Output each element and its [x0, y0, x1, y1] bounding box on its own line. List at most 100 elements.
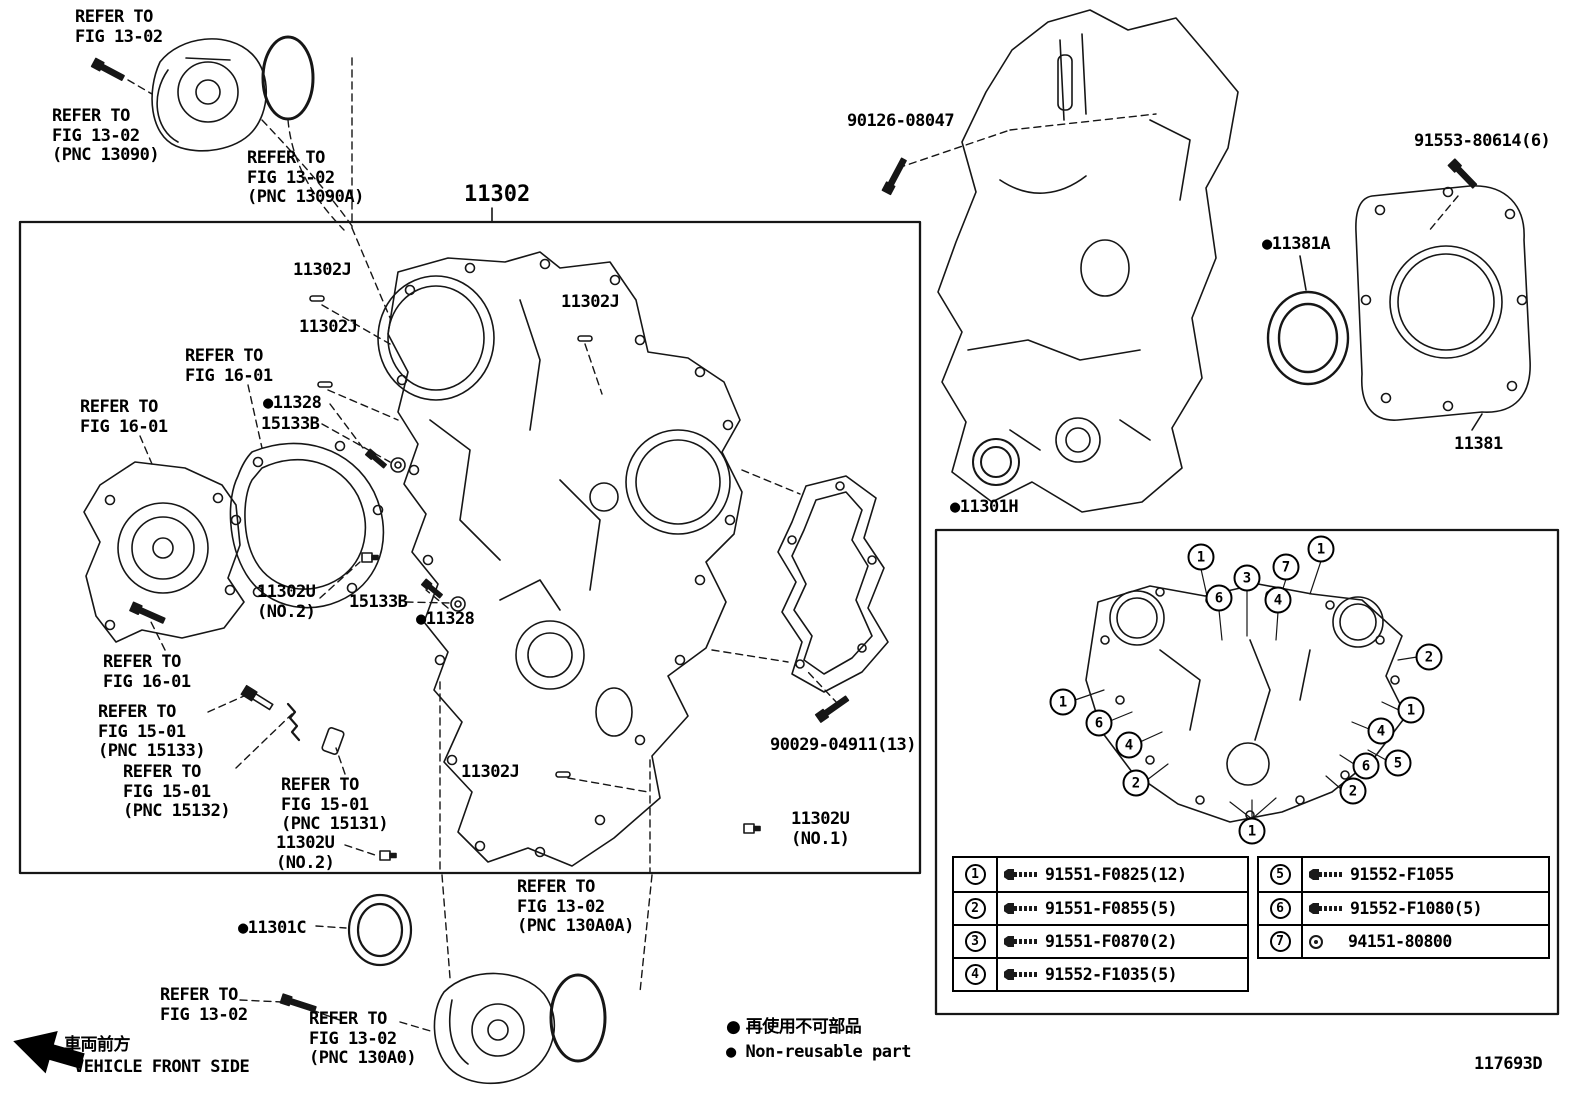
fastener-row: 6 91552-F1080(5) — [1259, 891, 1548, 924]
fastener-index: 1 — [964, 864, 986, 885]
vehicle-front-arrow — [13, 1031, 85, 1074]
fastener-index: 4 — [964, 964, 986, 985]
callout-1: 1 — [1049, 688, 1077, 716]
o-ring-13090a-drawing — [261, 35, 315, 121]
label-vehicle-front-jp: 車両前方 — [64, 1035, 131, 1055]
callout-4: 4 — [1264, 586, 1292, 614]
label-ref-fig1601-3: REFER TO FIG 16-01 — [103, 652, 191, 692]
bolt-icon — [1004, 869, 1040, 880]
label-part-15133b-2: 15133B — [349, 592, 408, 612]
bolt-91553 — [1447, 158, 1478, 189]
label-ref-fig1302-pnc130a0a: REFER TO FIG 13-02 (PNC 130A0A) — [517, 877, 634, 937]
water-pump-gasket-drawing — [229, 440, 385, 609]
fastener-part-number: 94151-80800 — [1348, 932, 1452, 951]
label-part-11302: 11302 — [464, 182, 531, 207]
fastener-part-cell: 91552-F1080(5) — [1303, 893, 1548, 924]
seal-11301c-drawing — [347, 893, 413, 967]
callout-6: 6 — [1085, 709, 1113, 737]
leader-lines-91553 — [1427, 195, 1459, 233]
engine-block-drawing — [937, 9, 1239, 513]
label-note-nonreusable-jp: ● 再使用不可部品 — [726, 1017, 862, 1037]
fastener-index-cell: 6 — [1259, 893, 1303, 924]
callout-2: 2 — [1339, 777, 1367, 805]
label-ref-fig1302-pnc130a0: REFER TO FIG 13-02 (PNC 130A0) — [309, 1009, 417, 1069]
fastener-index-cell: 4 — [954, 959, 998, 990]
label-ref-fig1302-pnc13090: REFER TO FIG 13-02 (PNC 13090) — [52, 106, 160, 166]
crank-seal-11381a-drawing — [1266, 290, 1350, 386]
callout-5: 5 — [1384, 749, 1412, 777]
label-ref-fig1501-pnc15131: REFER TO FIG 15-01 (PNC 15131) — [281, 775, 389, 835]
label-ref-fig1302-bottom: REFER TO FIG 13-02 — [160, 985, 248, 1025]
label-ref-fig1601-1: REFER TO FIG 16-01 — [185, 346, 273, 386]
bolt-90126 — [881, 157, 907, 196]
bolt-icon — [1309, 903, 1345, 914]
bolt-top-left — [90, 57, 125, 81]
fastener-index-cell: 3 — [954, 926, 998, 957]
fastener-part-cell: 91551-F0855(5) — [998, 893, 1247, 924]
label-part-11381a: ●11381A — [1262, 234, 1331, 254]
callout-2: 2 — [1415, 643, 1443, 671]
water-pump-drawing — [83, 461, 245, 643]
label-drawing-number: 117693D — [1474, 1054, 1543, 1074]
vacuum-pump-drawing — [151, 38, 268, 152]
label-note-nonreusable-en: ● Non-reusable part — [726, 1042, 911, 1062]
fastener-part-number: 91551-F0870(2) — [1045, 932, 1178, 951]
label-part-11328-1: ●11328 — [263, 393, 322, 413]
callout-3: 3 — [1233, 564, 1261, 592]
cover-gasket-drawing — [777, 475, 889, 693]
fastener-index-cell: 1 — [954, 858, 998, 891]
fastener-part-number: 91551-F0855(5) — [1045, 899, 1178, 918]
callout-1: 1 — [1187, 543, 1215, 571]
label-vehicle-front-en: VEHICLE FRONT SIDE — [74, 1057, 250, 1077]
small-hardware — [240, 295, 761, 861]
detail-box-frame — [934, 528, 1560, 1016]
fastener-part-number: 91552-F1035(5) — [1045, 965, 1178, 984]
bolt-icon — [1309, 869, 1345, 880]
callout-6: 6 — [1352, 752, 1380, 780]
seal-11301h-drawing — [972, 438, 1020, 486]
callout-2: 2 — [1122, 769, 1150, 797]
fastener-index: 3 — [964, 931, 986, 952]
fastener-index: 7 — [1269, 931, 1291, 952]
label-part-91553: 91553-80614(6) — [1414, 131, 1551, 151]
fastener-index: 6 — [1269, 898, 1291, 919]
fastener-row: 4 91552-F1035(5) — [954, 957, 1247, 990]
label-part-90126: 90126-08047 — [847, 111, 955, 131]
fastener-part-cell: 94151-80800 — [1303, 926, 1548, 957]
leader-11381 — [1471, 413, 1483, 431]
callout-4: 4 — [1367, 717, 1395, 745]
callout-7: 7 — [1272, 553, 1300, 581]
label-part-11381: 11381 — [1454, 434, 1503, 454]
bolt-water-pump — [129, 601, 166, 624]
callout-4: 4 — [1115, 731, 1143, 759]
callout-1: 1 — [1397, 696, 1425, 724]
label-part-11302j-3: 11302J — [299, 317, 358, 337]
leader-lines-main — [139, 304, 839, 1033]
label-ref-fig1501-pnc15132: REFER TO FIG 15-01 (PNC 15132) — [123, 762, 231, 822]
label-part-11302u-no2-1: 11302U (NO.2) — [257, 582, 316, 622]
bolt-bottom-left — [279, 993, 317, 1013]
label-part-15133b-1: 15133B — [261, 414, 320, 434]
label-ref-fig1601-2: REFER TO FIG 16-01 — [80, 397, 168, 437]
bolt-90029 — [814, 695, 850, 723]
fastener-index-cell: 2 — [954, 893, 998, 924]
fastener-index-cell: 7 — [1259, 926, 1303, 957]
callout-6: 6 — [1205, 584, 1233, 612]
bolt-icon — [1004, 936, 1040, 947]
leader-11381a — [1299, 255, 1307, 291]
label-part-11302j-2: 11302J — [561, 292, 620, 312]
fastener-part-cell: 91552-F1035(5) — [998, 959, 1247, 990]
fastener-row: 3 91551-F0870(2) — [954, 924, 1247, 957]
leader-lines-90126 — [897, 113, 1157, 169]
callout-1: 1 — [1238, 817, 1266, 845]
bolt-icon — [1004, 969, 1040, 980]
label-part-11302u-no1: 11302U (NO.1) — [791, 809, 850, 849]
callout-1: 1 — [1307, 535, 1335, 563]
label-part-11302u-no2-2: 11302U (NO.2) — [276, 833, 335, 873]
